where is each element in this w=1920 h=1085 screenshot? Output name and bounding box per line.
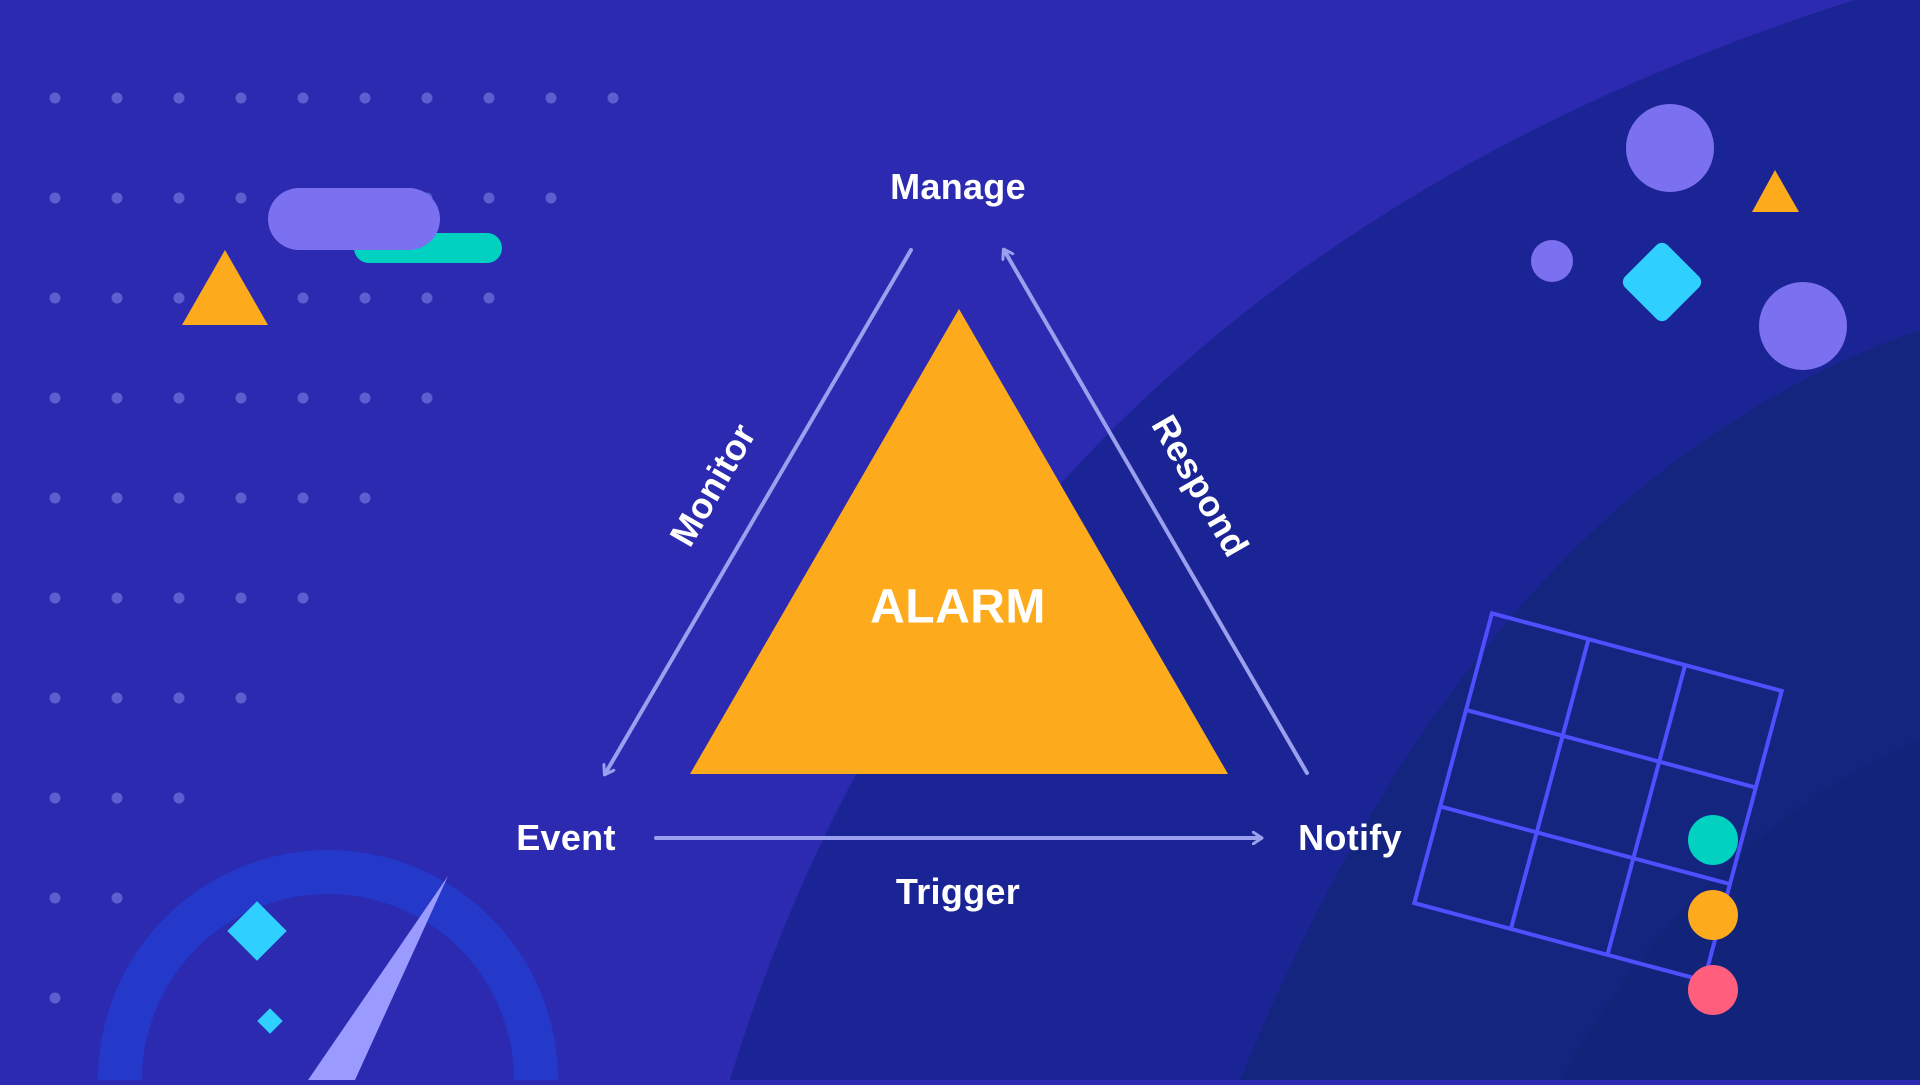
grid-dot: [607, 92, 619, 104]
grid-dot: [49, 592, 61, 604]
grid-dot: [173, 192, 185, 204]
cyan-diamond-shape: [1622, 242, 1702, 322]
grid-dot: [483, 92, 495, 104]
teal-status-dot: [1688, 815, 1738, 865]
grid-dot: [297, 292, 309, 304]
grid-dot: [235, 492, 247, 504]
grid-dot: [359, 92, 371, 104]
grid-dot: [173, 792, 185, 804]
gauge-ring-shape: [98, 850, 558, 1081]
grid-dot: [297, 92, 309, 104]
grid-dot: [173, 292, 185, 304]
orange-status-dot: [1688, 890, 1738, 940]
purple-circle-large-shape: [1626, 104, 1714, 192]
grid-dot: [49, 892, 61, 904]
pink-status-dot: [1688, 965, 1738, 1015]
grid-dot: [111, 692, 123, 704]
monitor-arrow: [605, 248, 913, 774]
alarm-triangle: [690, 309, 1228, 774]
grid-dot: [235, 692, 247, 704]
grid-dot: [421, 292, 433, 304]
orange-triangle-shape: [182, 250, 268, 325]
grid-dot: [483, 192, 495, 204]
cyan-diamond-large-shape: [227, 901, 287, 961]
respond-arrow: [1004, 250, 1309, 775]
grid-decoration: [1411, 610, 1785, 984]
node-label-event: Event: [516, 817, 616, 858]
purple-circle-small-shape: [1531, 240, 1573, 282]
grid-dot: [297, 592, 309, 604]
grid-dot: [235, 592, 247, 604]
grid-dot: [49, 92, 61, 104]
grid-dot: [111, 392, 123, 404]
grid-dot: [545, 192, 557, 204]
grid-dot: [359, 492, 371, 504]
grid-dot: [421, 392, 433, 404]
purple-pill-shape: [268, 188, 440, 250]
gauge-needle-shape: [308, 876, 448, 1080]
alarm-center-label: ALARM: [870, 580, 1046, 634]
grid-dot: [111, 292, 123, 304]
grid-dot: [173, 492, 185, 504]
background-arc-innermost: [1560, 740, 1920, 1080]
grid-dot: [111, 592, 123, 604]
purple-circle-medium-shape: [1759, 282, 1847, 370]
grid-dot: [235, 392, 247, 404]
edge-label-trigger: Trigger: [895, 871, 1021, 912]
grid-dot: [49, 392, 61, 404]
grid-dot: [545, 92, 557, 104]
grid-dot: [111, 92, 123, 104]
grid-dot: [111, 492, 123, 504]
grid-dot: [49, 292, 61, 304]
grid-dot: [111, 892, 123, 904]
small-orange-triangle-shape: [1752, 170, 1799, 212]
grid-dot: [297, 392, 309, 404]
grid-dot: [359, 292, 371, 304]
grid-dot: [235, 192, 247, 204]
grid-dot: [49, 492, 61, 504]
node-label-notify: Notify: [1298, 817, 1402, 858]
grid-dot: [297, 492, 309, 504]
grid-dot: [173, 592, 185, 604]
grid-dot: [483, 292, 495, 304]
grid-dot: [173, 692, 185, 704]
grid-dot: [173, 392, 185, 404]
grid-dot: [49, 992, 61, 1004]
grid-dot: [111, 192, 123, 204]
node-label-manage: Manage: [890, 166, 1026, 207]
dot-grid-decoration: [49, 92, 619, 1004]
grid-dot: [173, 92, 185, 104]
cyan-diamond-small-shape: [257, 1008, 283, 1034]
grid-dot: [49, 792, 61, 804]
grid-dot: [111, 792, 123, 804]
grid-dot: [421, 92, 433, 104]
grid-dot: [49, 192, 61, 204]
grid-dot: [49, 692, 61, 704]
grid-dot: [235, 92, 247, 104]
grid-dot: [359, 392, 371, 404]
